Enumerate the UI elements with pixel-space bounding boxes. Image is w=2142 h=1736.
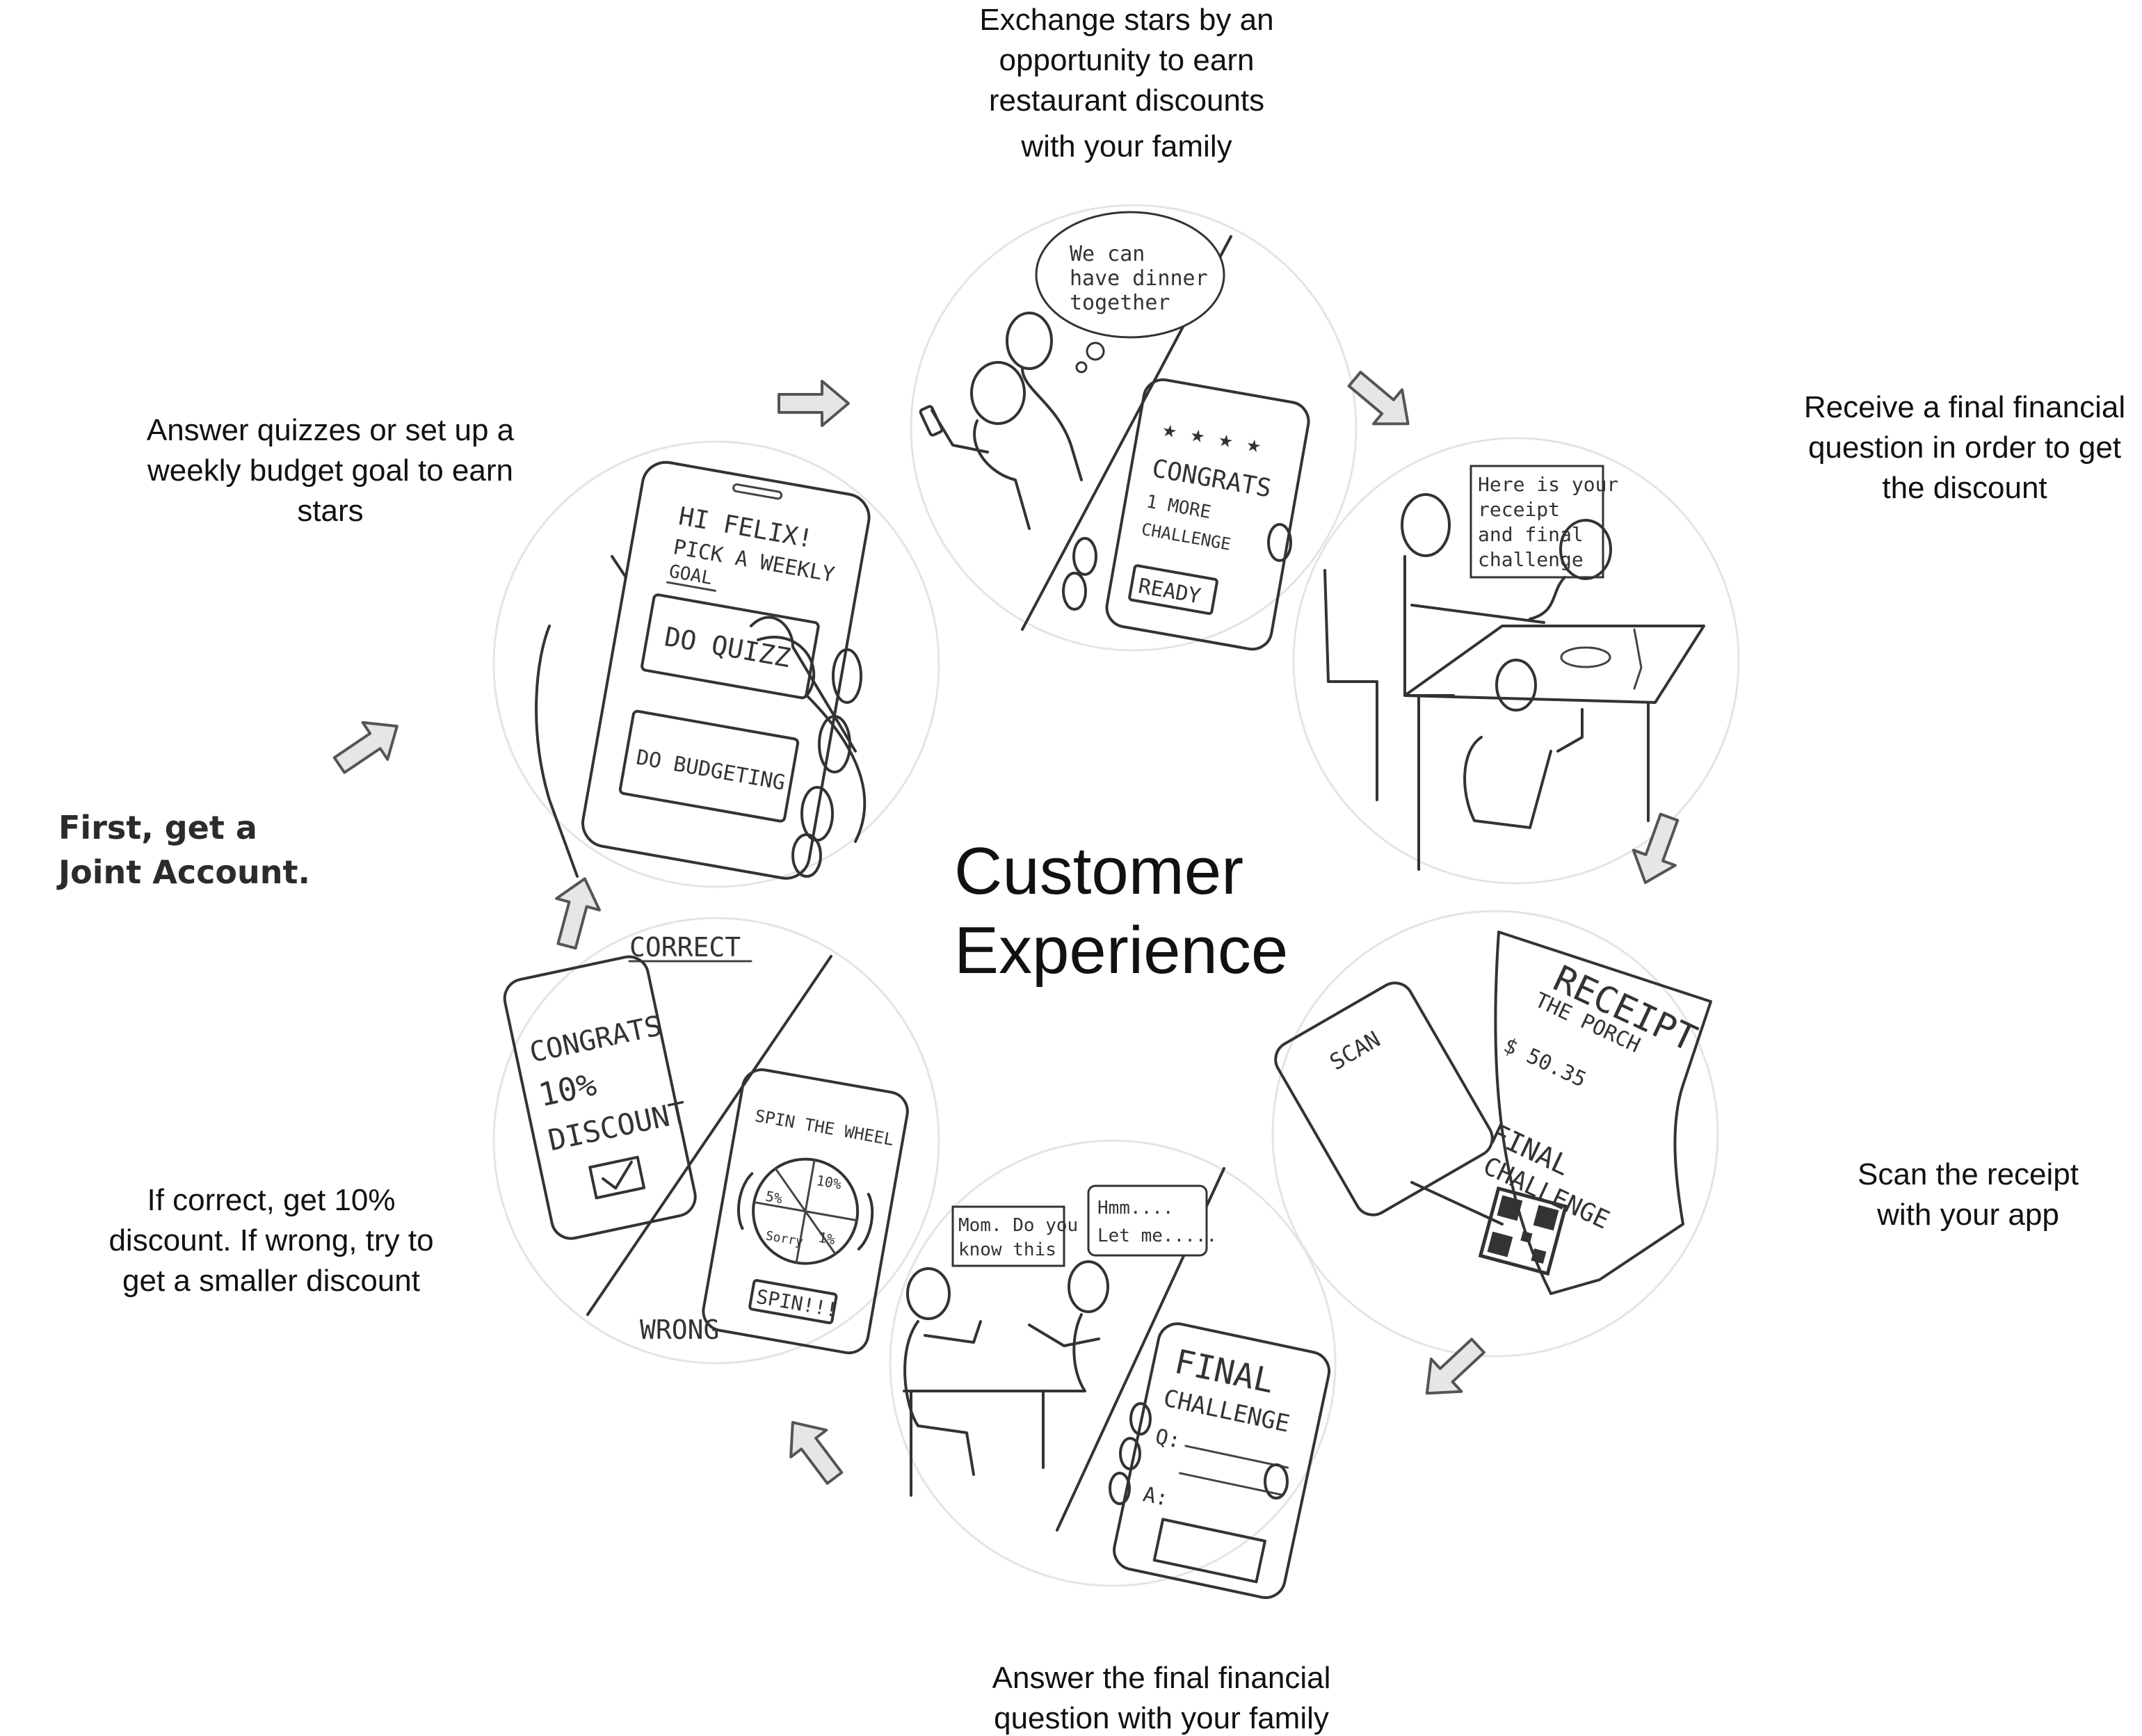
step2-line4: with your family (1021, 129, 1232, 163)
step2-line2: opportunity to earn (999, 43, 1255, 77)
step4-line2: with your app (1877, 1198, 2059, 1232)
step3-caption: Receive a final financial question in or… (1780, 387, 2142, 508)
step6-line3: get a smaller discount (122, 1264, 420, 1298)
step3-line1: Receive a final financial (1803, 390, 2126, 424)
diagram-title-line2: Experience (954, 913, 1289, 988)
arrow-step5-to-step6 (789, 1421, 844, 1485)
sketch-dinner-exchange: We can have dinner together ★ ★ ★ ★ CONG… (910, 204, 1358, 652)
step6-line2: discount. If wrong, try to (108, 1223, 434, 1257)
step2-line1: Exchange stars by an (979, 3, 1274, 37)
restaurant-bubble-1: Here is your (1478, 473, 1618, 496)
flow-arrows (332, 371, 1680, 1485)
step1-line3: stars (297, 494, 364, 528)
step1-line2: weekly budget goal to earn (147, 453, 513, 488)
family-q: Q: (1153, 1424, 1183, 1454)
sketch-restaurant: Here is your receipt and final challenge (1292, 437, 1740, 885)
family-bubble-2b: Let me..... (1097, 1225, 1217, 1246)
step5-caption: Answer the final financial question with… (953, 1658, 1370, 1736)
dinner-bubble-3: together (1070, 291, 1170, 315)
step6-caption: If correct, get 10% discount. If wrong, … (70, 1180, 473, 1301)
step2-line3: restaurant discounts (988, 83, 1265, 118)
sketch-family-challenge: Mom. Do you know this Hmm.... Let me....… (889, 1139, 1337, 1600)
step5-line1: Answer the final financial (992, 1661, 1331, 1695)
intro-line1: First, get a (58, 809, 257, 846)
family-bubble-2a: Hmm.... (1097, 1198, 1174, 1219)
diagram-title-line1: Customer (954, 834, 1244, 908)
family-bubble-1a: Mom. Do you (958, 1215, 1078, 1236)
step6-line1: If correct, get 10% (147, 1183, 396, 1217)
arrow-step6-to-step1 (555, 877, 601, 950)
step1-line1: Answer quizzes or set up a (146, 413, 515, 447)
dinner-bubble-2: have dinner (1070, 266, 1208, 291)
result-wrong: WRONG (640, 1315, 719, 1345)
arrow-step4-to-step5 (1425, 1337, 1485, 1395)
restaurant-bubble-3: and final (1478, 523, 1584, 546)
step3-line3: the discount (1882, 471, 2047, 505)
sketch-result: CORRECT WRONG CONGRATS 10% DISCOUNT SPIN… (492, 917, 940, 1365)
arrow-start-to-step1 (332, 721, 398, 774)
dinner-bubble-1: We can (1070, 242, 1145, 266)
diagram-title: Customer Experience (954, 832, 1344, 990)
step1-caption: Answer quizzes or set up a weekly budget… (111, 410, 549, 531)
step4-line1: Scan the receipt (1858, 1157, 2079, 1191)
family-bubble-1b: know this (958, 1239, 1056, 1260)
family-a: A: (1141, 1482, 1170, 1511)
intro-line2: Joint Account. (58, 853, 310, 891)
result-wheel-3: 1% (817, 1229, 837, 1248)
step2-caption: Exchange stars by an opportunity to earn… (932, 0, 1321, 167)
step4-caption: Scan the receipt with your app (1829, 1155, 2107, 1235)
intro-caption: First, get a Joint Account. (58, 805, 337, 894)
step5-line2: question with your family (994, 1701, 1329, 1735)
arrow-step3-to-step4 (1632, 812, 1680, 884)
arrow-step2-to-step3 (1347, 371, 1410, 426)
result-correct: CORRECT (629, 932, 741, 963)
step3-line2: question in order to get (1807, 431, 2122, 465)
sketch-budget-goal: HI FELIX! PICK A WEEKLY GOAL DO QUIZZ DO… (492, 440, 940, 888)
sketch-receipt-scan: RECEIPT THE PORCH $ 50.35 FINAL CHALLENG… (1271, 910, 1719, 1358)
result-wheel-2: 5% (764, 1188, 784, 1207)
restaurant-bubble-2: receipt (1478, 498, 1560, 521)
arrow-step1-to-step2 (778, 380, 850, 427)
